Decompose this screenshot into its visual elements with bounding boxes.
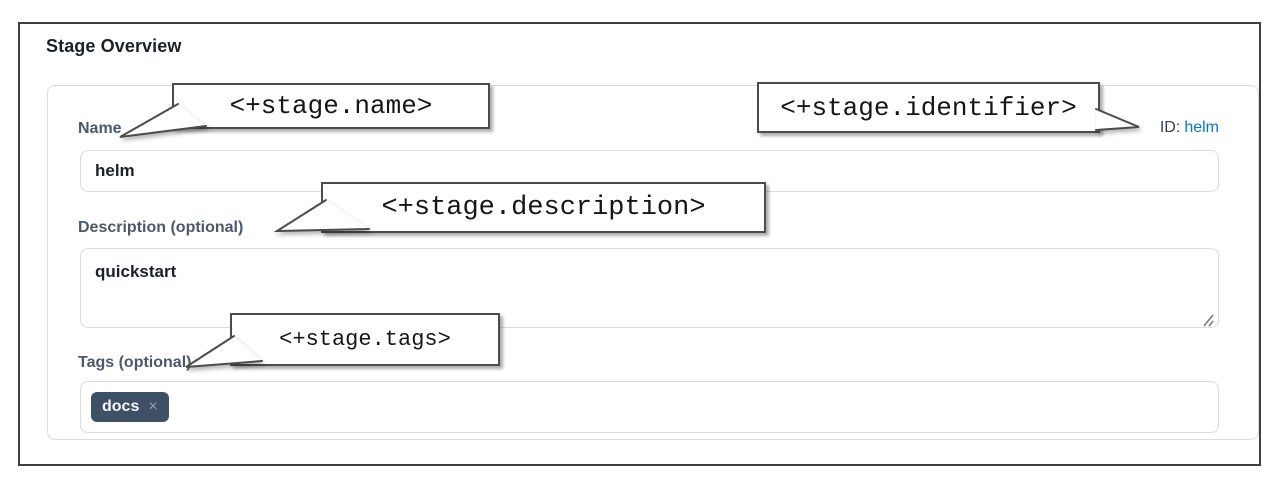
description-label: Description (optional) — [78, 219, 244, 236]
page-title: Stage Overview — [46, 36, 182, 56]
callout-stage-tags: <+stage.tags> — [230, 313, 500, 366]
callout-stage-name: <+stage.name> — [172, 83, 490, 129]
stage-id: ID:helm — [1160, 119, 1219, 137]
callout-stage-identifier: <+stage.identifier> — [757, 82, 1100, 133]
tags-label: Tags (optional) — [78, 354, 192, 371]
tag-chip-label: docs — [102, 398, 140, 415]
stage-id-label: ID: — [1159, 119, 1181, 136]
description-textarea[interactable]: quickstart — [80, 248, 1219, 328]
textarea-resize-handle-icon[interactable] — [1198, 312, 1216, 328]
callout-stage-description: <+stage.description> — [321, 182, 766, 233]
tags-input[interactable]: docs × — [80, 381, 1219, 433]
tag-chip: docs × — [91, 392, 169, 422]
stage-id-value: helm — [1184, 119, 1219, 136]
tag-remove-icon[interactable]: × — [148, 398, 158, 415]
name-label: Name — [78, 120, 122, 137]
